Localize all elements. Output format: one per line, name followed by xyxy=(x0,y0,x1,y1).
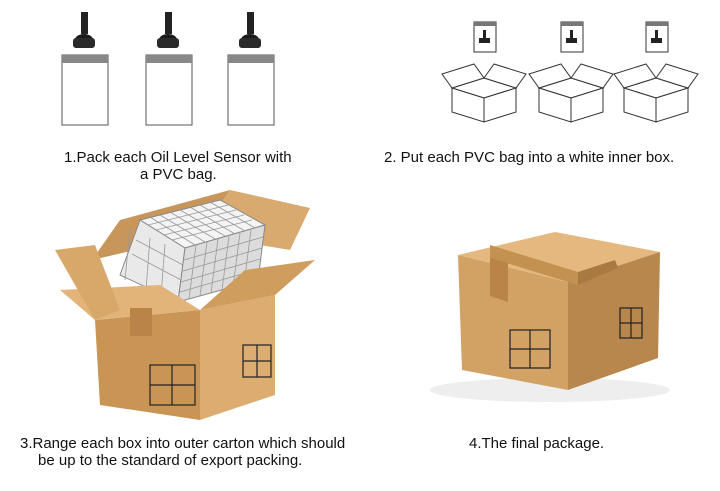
inner-box-2 xyxy=(528,21,614,123)
bag-icon xyxy=(473,21,497,53)
step-1-caption-line-1: 1.Pack each Oil Level Sensor with xyxy=(64,149,292,166)
inner-box-group xyxy=(441,21,699,123)
bag-icon xyxy=(560,21,584,53)
inner-box-icon xyxy=(528,63,614,123)
step-2-caption: 2. Put each PVC bag into a white inner b… xyxy=(384,149,675,166)
step-3-caption-line-2: be up to the standard of export packing. xyxy=(38,452,303,469)
inner-box-icon xyxy=(441,63,527,123)
handling-symbols-icon xyxy=(509,307,643,369)
oil-level-sensor-icon xyxy=(73,12,95,48)
step-1: 1.Pack each Oil Level Sensor with a PVC … xyxy=(0,0,360,190)
oil-level-sensor-icon xyxy=(157,12,179,48)
sensor-bag-3 xyxy=(227,12,275,126)
closed-carton-icon xyxy=(430,232,670,402)
sensor-bag-1 xyxy=(61,12,109,126)
sensor-bag-2 xyxy=(145,12,193,126)
inner-box-1 xyxy=(441,21,527,123)
inner-box-icon xyxy=(613,63,699,123)
step-3: 3.Range each box into outer carton which… xyxy=(0,190,360,491)
bag-icon xyxy=(645,21,669,53)
step-4: 4.The final package. xyxy=(360,190,720,491)
open-carton-icon xyxy=(55,190,315,420)
step-1-caption-line-2: a PVC bag. xyxy=(140,166,217,183)
handling-symbols-icon xyxy=(149,344,272,406)
tape xyxy=(130,308,152,336)
oil-level-sensor-icon xyxy=(239,12,261,48)
step-3-caption-line-1: 3.Range each box into outer carton which… xyxy=(20,435,346,452)
pvc-bag-group xyxy=(61,12,275,126)
step-2: 2. Put each PVC bag into a white inner b… xyxy=(360,0,720,190)
step-4-caption: 4.The final package. xyxy=(469,435,605,452)
inner-box-3 xyxy=(613,21,699,123)
